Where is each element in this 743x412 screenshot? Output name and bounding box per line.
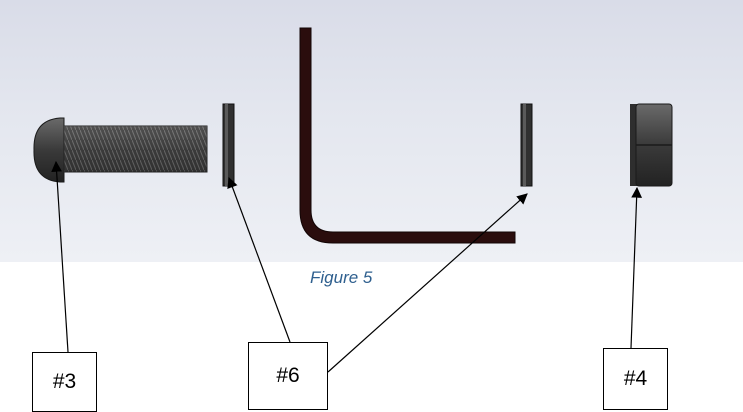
hex-key-icon (299, 27, 516, 244)
button-head-screw-icon (33, 117, 208, 183)
callout-box-6: #6 (248, 342, 328, 410)
leader-arrow-3 (51, 160, 69, 353)
washer-left-icon (222, 103, 235, 187)
callout-box-3: #3 (32, 352, 97, 412)
callout-label-6: #6 (276, 364, 300, 387)
leader-arrow-6-left (227, 176, 291, 343)
washer-right-icon (520, 103, 533, 187)
callout-label-3: #3 (52, 370, 77, 393)
leader-arrow-6-right (327, 193, 528, 373)
figure-caption: Figure 5 (310, 268, 373, 287)
hex-nut-icon (630, 103, 673, 187)
callout-label-4: #4 (623, 367, 648, 390)
callout-box-4: #4 (603, 348, 668, 410)
leader-arrow-4 (630, 186, 643, 349)
